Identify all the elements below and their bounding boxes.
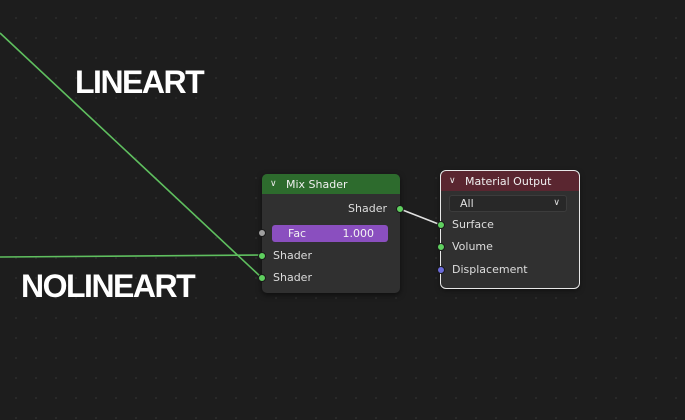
link-nolineart-to-shader-1[interactable] xyxy=(0,254,263,258)
fac-label: Fac xyxy=(288,227,307,240)
material-output-node[interactable]: ∨ Material Output All ∨ Surface Volume D… xyxy=(437,170,580,289)
target-select-value: All xyxy=(460,197,474,210)
surface-row: Surface xyxy=(441,217,579,233)
link-shader-to-surface[interactable] xyxy=(399,208,442,226)
mix-output-shader-socket[interactable] xyxy=(396,205,404,213)
fac-socket[interactable] xyxy=(258,229,266,237)
mix-input-shader-2-socket[interactable] xyxy=(258,274,266,282)
material-output-title: Material Output xyxy=(465,174,552,188)
material-output-header[interactable]: ∨ Material Output xyxy=(441,171,579,191)
chevron-down-icon: ∨ xyxy=(553,198,560,208)
fac-field[interactable]: Fac 1.000 xyxy=(272,225,388,242)
mix-shader-node[interactable]: ∨ Mix Shader Shader Fac 1.000 Shader Sha… xyxy=(258,174,404,293)
surface-label: Surface xyxy=(452,218,494,231)
volume-socket[interactable] xyxy=(437,243,445,251)
mix-output-shader-row: Shader xyxy=(262,201,400,217)
mix-input-shader-1-row: Shader xyxy=(262,248,400,264)
displacement-label: Displacement xyxy=(452,263,528,276)
chevron-down-icon[interactable]: ∨ xyxy=(449,176,456,186)
mix-output-shader-label: Shader xyxy=(348,202,387,215)
target-select[interactable]: All ∨ xyxy=(449,195,567,212)
mix-shader-header[interactable]: ∨ Mix Shader xyxy=(262,174,400,194)
mix-shader-title: Mix Shader xyxy=(286,177,348,191)
volume-row: Volume xyxy=(441,239,579,255)
mix-input-shader-1-label: Shader xyxy=(273,249,312,262)
displacement-socket[interactable] xyxy=(437,266,445,274)
surface-socket[interactable] xyxy=(437,221,445,229)
displacement-row: Displacement xyxy=(441,262,579,278)
mix-input-shader-2-row: Shader xyxy=(262,270,400,286)
nolineart-label: NOLINEART xyxy=(21,268,196,304)
chevron-down-icon[interactable]: ∨ xyxy=(270,179,277,189)
volume-label: Volume xyxy=(452,240,493,253)
lineart-label: LINEART xyxy=(75,64,205,100)
mix-input-shader-2-label: Shader xyxy=(273,271,312,284)
fac-value: 1.000 xyxy=(342,227,375,240)
mix-input-shader-1-socket[interactable] xyxy=(258,252,266,260)
